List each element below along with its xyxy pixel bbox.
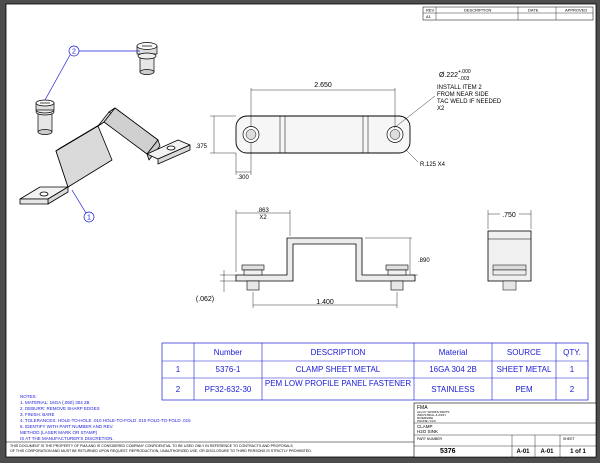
top-view: 2.650 Ø.222 +.000 -.003 INSTALL ITEM 2 F… — [195, 69, 502, 181]
bom-header-source: SOURCE — [507, 348, 541, 357]
bom-table: Number DESCRIPTION Material SOURCE QTY. … — [161, 342, 589, 401]
hole-tol-upper: +.000 — [458, 69, 471, 75]
bom-row1-qty: 1 — [570, 365, 575, 374]
bom-row2-qty: 2 — [570, 385, 575, 394]
note-5: 5. IDENTIFY WITH PART NUMBER AND REV. — [20, 424, 114, 429]
proprietary-statement: THIS DOCUMENT IS THE PROPERTY OF FMA AND… — [6, 441, 420, 453]
bom-row1-description: CLAMP SHEET METAL — [296, 365, 381, 374]
bom-header-number: Number — [214, 348, 243, 357]
proprietary-line-2: OF THIS CORPORATION AND MUST BE RETURNED… — [10, 449, 312, 453]
revision-block: REV DESCRIPTION DATE APPROVED A1 — [422, 6, 594, 21]
bom-row1-item: 1 — [176, 365, 181, 374]
part-number-label: PART NUMBER — [417, 437, 443, 441]
top-length-dim: 2.650 — [314, 82, 332, 89]
company-name: FMA — [417, 405, 428, 411]
note-7: IS AT THE MANUFACTURER'S DISCRETION. — [20, 436, 114, 441]
rev-header-approved: APPROVED — [565, 8, 587, 13]
title-block: FMA ALLOY WORKS PARTS INDUSTRIAL & ASSY … — [413, 402, 597, 458]
drawing-title: CLAMP — [417, 424, 433, 429]
bom-row1-source: SHEET METAL — [497, 365, 552, 374]
note-line-3: TAC WELD IF NEEDED — [437, 99, 502, 105]
top-width-dim: .375 — [195, 144, 207, 150]
rev-header-desc: DESCRIPTION — [464, 8, 491, 13]
note-6: METHOD (LASER MARK OR STAMP) — [20, 430, 98, 435]
top-radius-dim: R.125 X4 — [420, 162, 446, 168]
bom-row2-source: PEM — [515, 385, 533, 394]
note-0: NOTES: — [20, 394, 37, 399]
bom-row2-material: STAINLESS — [431, 385, 474, 394]
balloon-2-label: 2 — [72, 49, 76, 56]
bom-header-description: DESCRIPTION — [311, 348, 366, 357]
side-view: .750 — [487, 210, 532, 291]
proprietary-line-1: THIS DOCUMENT IS THE PROPERTY OF FMA AND… — [10, 444, 293, 448]
top-edge-dim: .300 — [237, 175, 249, 181]
front-flange-dim: .863 — [257, 208, 269, 214]
bom-header-qty: QTY. — [563, 348, 581, 357]
company-address-3: RIVERSIDE — [417, 416, 433, 420]
bom-row2-description-box: PEM LOW PROFILE PANEL FASTENER — [264, 379, 412, 388]
front-height-dim: .890 — [418, 258, 430, 264]
bom-header-material: Material — [439, 348, 468, 357]
company-address-4: PHONE / FAX — [417, 419, 436, 423]
iso-view: 2 1 — [19, 42, 191, 223]
rev-row-rev: A1 — [426, 14, 432, 19]
front-view: .863 X2 .890 1.400 (.062) — [196, 208, 430, 308]
note-2: 2. DEBURR: REMOVE SHARP EDGES — [20, 406, 100, 411]
rev-a: A-01 — [516, 449, 530, 455]
sheet-label: SHEET — [563, 437, 576, 441]
company-address-2: INDUSTRIAL & ASSY — [417, 413, 446, 417]
balloon-2 — [44, 45, 140, 101]
notes-block: NOTES: 1. MATERIAL: 16GA (.060) 304 2B 2… — [20, 394, 191, 441]
note-line-4: X2 — [437, 106, 445, 112]
hole-tol-lower: -.003 — [458, 76, 470, 82]
drawing-title-2: H2O SINK — [417, 429, 438, 434]
front-thickness-dim: (.062) — [196, 296, 214, 303]
note-3: 3. FINISH: BARE — [20, 412, 55, 417]
front-hole-spacing-dim: 1.400 — [316, 299, 334, 306]
balloon-1 — [71, 189, 95, 223]
rev-header-rev: REV — [426, 8, 435, 13]
rev-header-date: DATE — [528, 8, 539, 13]
iso-fastener-loose — [136, 42, 158, 75]
front-flange-qty: X2 — [259, 215, 267, 221]
note-1: 1. MATERIAL: 16GA (.060) 304 2B — [20, 400, 89, 405]
hole-dia-dim: Ø.222 — [439, 72, 458, 79]
iso-fastener-on-bracket — [35, 99, 55, 135]
bom-row2-item: 2 — [176, 385, 181, 394]
rev-b: A-01 — [540, 449, 554, 455]
bom-row2-number: PF32-632-30 — [205, 385, 252, 394]
balloon-1-label: 1 — [87, 215, 91, 222]
bom-row1-material: 16GA 304 2B — [429, 365, 477, 374]
part-number: 5376 — [440, 448, 456, 455]
note-line-1: INSTALL ITEM 2 — [437, 85, 482, 91]
note-4: 4. TOLERANCES: HOLE-TO-HOLE .010 HOLE-TO… — [20, 418, 191, 423]
side-width-dim: .750 — [502, 212, 516, 219]
iso-bracket — [19, 107, 191, 205]
sheet-number: 1 of 1 — [570, 449, 586, 455]
company-address-1: ALLOY WORKS PARTS — [417, 410, 449, 414]
note-line-2: FROM NEAR SIDE — [437, 92, 489, 98]
bom-row2-description: PEM LOW PROFILE PANEL FASTENER — [264, 379, 412, 388]
bom-row1-number: 5376-1 — [216, 365, 241, 374]
